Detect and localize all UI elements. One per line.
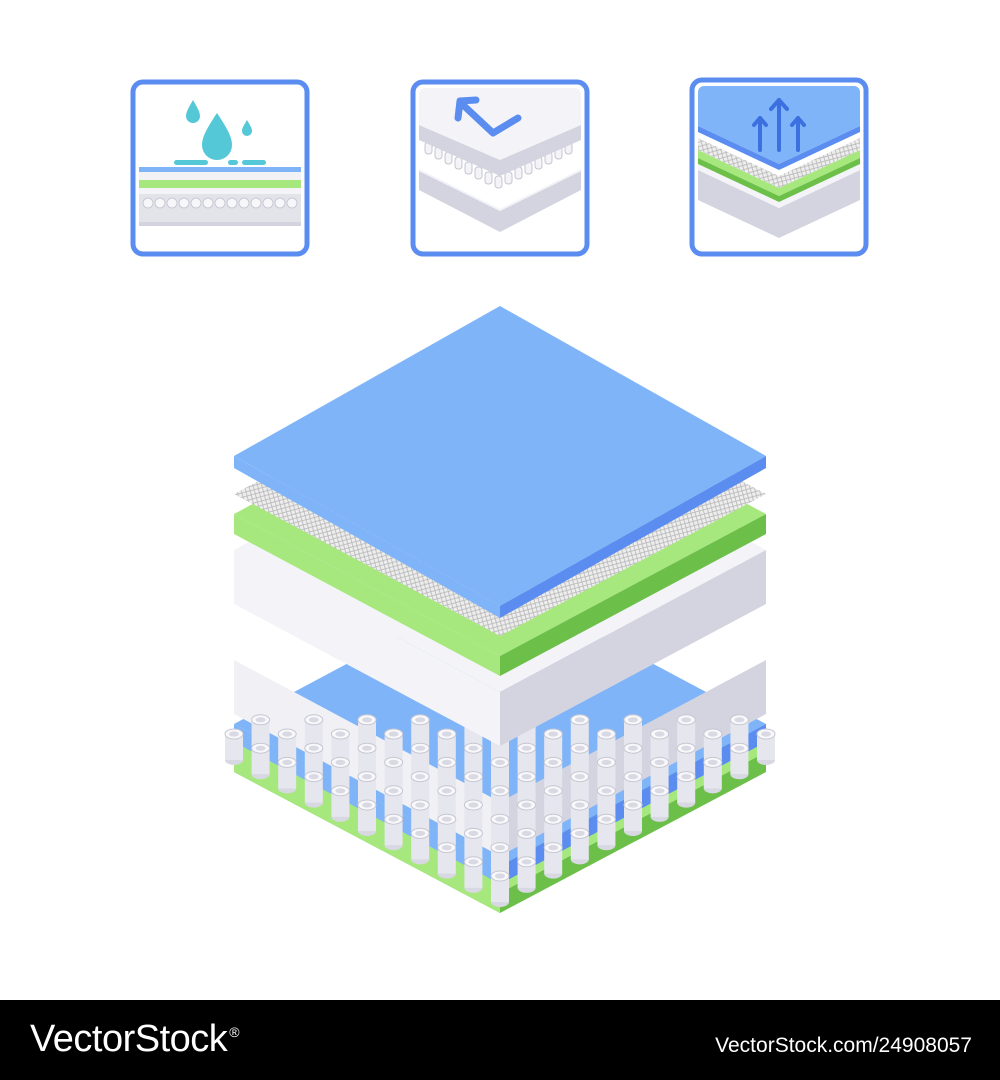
spring-cell xyxy=(650,728,670,765)
air-flow-arrows-icon xyxy=(752,98,806,152)
mattress-layer-stack xyxy=(224,306,776,913)
spring-cell xyxy=(596,813,616,851)
spring-cell xyxy=(570,714,590,751)
spring-cell xyxy=(357,742,377,780)
elastic-layer-icon xyxy=(410,79,590,257)
vectorstock-logo: VectorStock® xyxy=(30,1018,240,1060)
spring-cell xyxy=(384,813,404,851)
breathable-layer-icon xyxy=(689,77,869,257)
watermark-footer: VectorStock® VectorStock.com/24908057 xyxy=(0,1000,1000,1080)
spring-cell xyxy=(357,799,377,836)
spring-cell xyxy=(437,785,457,822)
spring-cell xyxy=(596,756,616,794)
bend-arrow-icon xyxy=(454,96,522,137)
spring-cell xyxy=(543,842,563,879)
spring-cell xyxy=(490,756,510,794)
spring-cell xyxy=(517,856,537,893)
spring-cell xyxy=(463,856,483,893)
image-id-text: VectorStock.com/24908057 xyxy=(715,1034,972,1057)
spring-cell xyxy=(650,785,670,822)
illustration-canvas xyxy=(130,77,869,913)
spring-cell xyxy=(676,771,696,808)
spring-cells xyxy=(224,714,776,907)
spring-cell xyxy=(410,827,430,865)
spring-cell xyxy=(570,827,590,865)
spring-cell xyxy=(623,799,643,836)
water-drop-icon xyxy=(174,100,266,165)
spring-cell xyxy=(437,842,457,879)
spring-cell xyxy=(277,756,297,794)
spring-cell xyxy=(437,728,457,765)
spring-cell xyxy=(729,742,749,780)
spring-cell xyxy=(330,785,350,822)
spring-cell xyxy=(756,728,776,765)
spring-cell xyxy=(224,728,244,765)
waterproof-layer-icon xyxy=(130,79,310,257)
layer-blue-top xyxy=(234,306,766,618)
spring-cell xyxy=(490,870,510,907)
layer-spring-core xyxy=(224,660,776,907)
spring-cell xyxy=(410,799,430,836)
spring-cell xyxy=(703,756,723,794)
spring-cell xyxy=(251,742,271,780)
spring-cell xyxy=(304,771,324,808)
spring-cell xyxy=(517,771,537,808)
